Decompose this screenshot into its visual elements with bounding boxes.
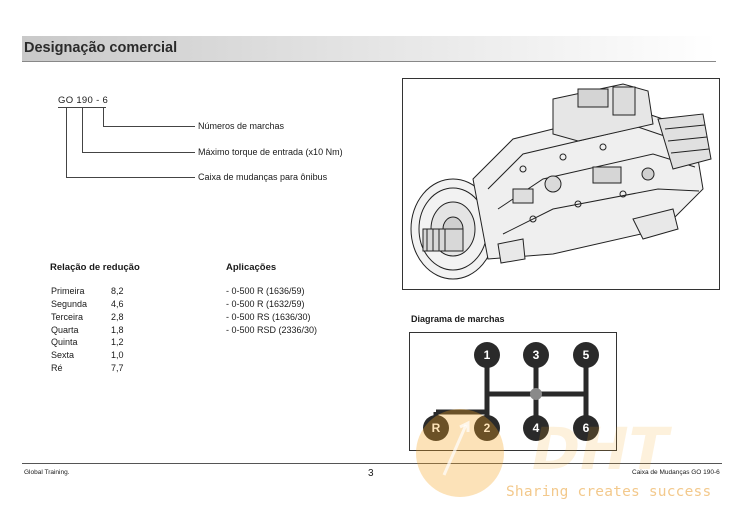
- ratio-gear: Ré: [51, 363, 63, 373]
- gear-label: 6: [583, 421, 590, 435]
- label-caixa-onibus: Caixa de mudanças para ônibus: [198, 172, 328, 182]
- gear-knob: [573, 342, 599, 368]
- gearbox-illustration: [402, 78, 720, 290]
- footer-left-text: Global Training.: [24, 469, 70, 476]
- ratio-value: 4,6: [111, 299, 124, 309]
- watermark-stroke-icon: [442, 424, 468, 476]
- watermark-logo: DHT: [416, 409, 673, 497]
- title-underline: [22, 61, 716, 62]
- ratio-gear: Primeira: [51, 286, 85, 296]
- ratio-value: 1,8: [111, 325, 124, 335]
- designation-code: GO 190 - 6: [58, 95, 108, 106]
- watermark-tagline: Sharing creates success: [506, 484, 712, 500]
- label-numero-marchas: Números de marchas: [198, 121, 285, 131]
- leader-marchas-h: [103, 126, 195, 127]
- ratio-gear: Quinta: [51, 337, 78, 347]
- gear-label: 1: [484, 348, 491, 362]
- leader-torque-v: [82, 108, 83, 152]
- ratio-value: 7,7: [111, 363, 124, 373]
- application-item: - 0-500 RS (1636/30): [226, 312, 311, 322]
- title-bar: Designação comercial: [22, 36, 716, 62]
- ratio-value: 1,0: [111, 350, 124, 360]
- watermark-arrow-icon: [459, 420, 470, 432]
- application-item: - 0-500 RSD (2336/30): [226, 325, 318, 335]
- code-dash: -: [96, 95, 100, 106]
- gear-knob: [523, 415, 549, 441]
- leader-onibus-h: [66, 177, 195, 178]
- gear-knob: [423, 415, 449, 441]
- shift-diagram: 1 3 5 R 2 4 6: [409, 332, 617, 451]
- gear-knob: [523, 342, 549, 368]
- watermark-logo-text: DHT: [532, 415, 673, 483]
- watermark-circle: [416, 409, 504, 497]
- neutral-dot: [530, 388, 542, 400]
- ratio-gear: Segunda: [51, 299, 88, 309]
- ratios-heading: Relação de redução: [50, 262, 140, 273]
- ratio-gear: Quarta: [51, 325, 79, 335]
- ratio-value: 8,2: [111, 286, 124, 296]
- code-suffix: 6: [102, 95, 109, 106]
- code-prefix: GO: [58, 95, 74, 106]
- footer-rule: [22, 463, 722, 464]
- shift-pattern: 1 3 5 R 2 4 6: [423, 342, 599, 441]
- gearbox-drawing: [410, 83, 712, 280]
- ratio-gear: Sexta: [51, 350, 75, 360]
- page-title: Designação comercial: [24, 40, 178, 56]
- page-number: 3: [368, 468, 374, 479]
- gear-label: 3: [533, 348, 540, 362]
- label-torque: Máximo torque de entrada (x10 Nm): [198, 147, 343, 157]
- code-number: 190: [76, 95, 94, 106]
- ratio-value: 1,2: [111, 337, 124, 347]
- leader-marchas-v: [103, 108, 104, 126]
- gear-knob: [474, 415, 500, 441]
- gear-knob: [573, 415, 599, 441]
- leader-torque-h: [82, 152, 195, 153]
- application-item: - 0-500 R (1636/59): [226, 286, 305, 296]
- code-underline: [58, 107, 106, 108]
- ratio-gear: Terceira: [51, 312, 84, 322]
- gear-label: 4: [533, 421, 540, 435]
- ratio-value: 2,8: [111, 312, 124, 322]
- application-item: - 0-500 R (1632/59): [226, 299, 305, 309]
- gear-label: 5: [583, 348, 590, 362]
- shift-diagram-heading: Diagrama de marchas: [411, 314, 505, 324]
- gear-knob: [474, 342, 500, 368]
- applications-heading: Aplicações: [226, 262, 277, 273]
- leader-onibus-v: [66, 108, 67, 177]
- gear-label: 2: [484, 421, 491, 435]
- footer-right-text: Caixa de Mudanças GO 190-6: [632, 469, 720, 476]
- gear-label: R: [432, 421, 441, 435]
